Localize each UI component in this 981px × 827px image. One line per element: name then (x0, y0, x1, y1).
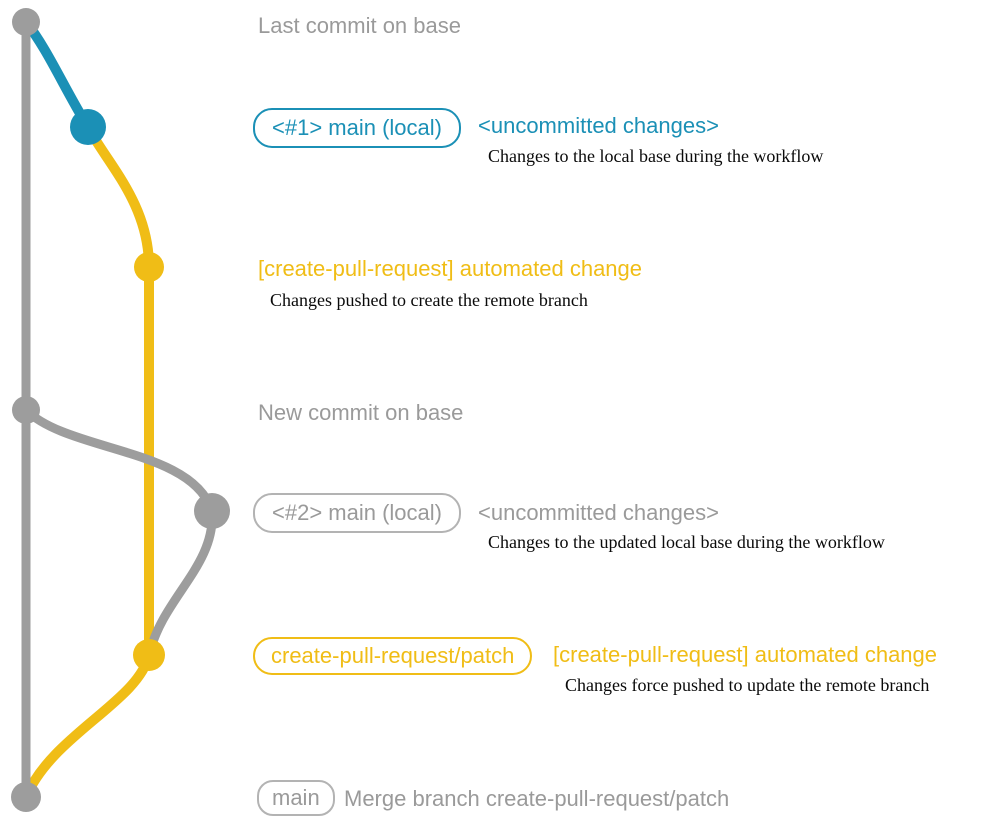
description-uncommitted-changes-1: Changes to the local base during the wor… (488, 146, 824, 166)
commit-dot-local-main-2 (194, 493, 230, 529)
label-last-commit-on-base: Last commit on base (258, 13, 461, 38)
description-automated-change-1: Changes pushed to create the remote bran… (270, 290, 588, 310)
commit-dot-base-new (12, 396, 40, 424)
description-uncommitted-changes-2: Changes to the updated local base during… (488, 532, 885, 552)
commit-dot-patch-2 (133, 639, 165, 671)
git-graph (11, 8, 230, 812)
patch-branch-merge-curve (21, 653, 154, 800)
heading-automated-change-2: [create-pull-request] automated change (553, 642, 938, 667)
heading-uncommitted-changes-1: <uncommitted changes> (478, 113, 719, 138)
commit-dot-local-main-1 (70, 109, 106, 145)
badge-main: main (257, 780, 335, 816)
commit-dot-base-merge (11, 782, 41, 812)
description-automated-change-2: Changes force pushed to update the remot… (565, 675, 930, 695)
commit-dot-patch-1 (134, 252, 164, 282)
badge-main-local-1: <#1> main (local) (253, 108, 461, 148)
heading-uncommitted-changes-2: <uncommitted changes> (478, 500, 719, 525)
base-update-curve (22, 406, 217, 513)
label-new-commit-on-base: New commit on base (258, 400, 464, 425)
badge-patch-branch: create-pull-request/patch (253, 637, 533, 675)
label-merge-branch: Merge branch create-pull-request/patch (344, 786, 730, 811)
local-changes-curve (22, 18, 93, 130)
heading-automated-change-1: [create-pull-request] automated change (258, 256, 643, 281)
patch-branch-curve-top (83, 124, 154, 268)
commit-dot-base-last (12, 8, 40, 36)
badge-main-local-2: <#2> main (local) (253, 493, 461, 533)
rebase-curve (145, 510, 217, 654)
